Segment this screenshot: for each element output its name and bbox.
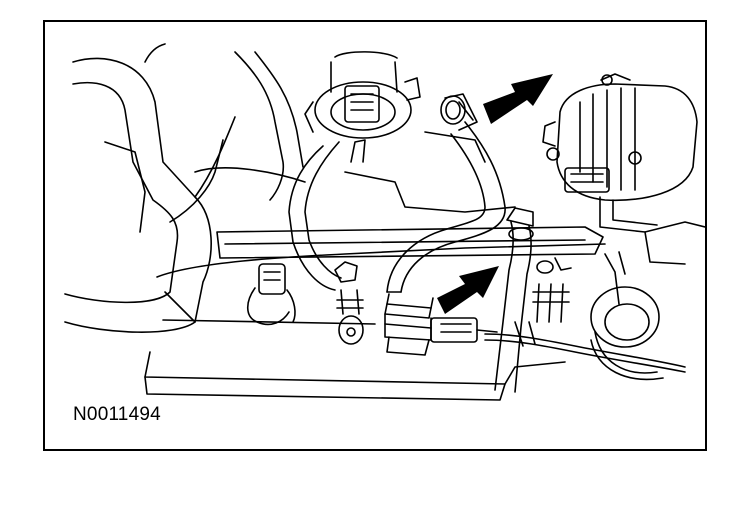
- upper-left-hose: [144, 43, 304, 201]
- wire-harness-right: [484, 321, 686, 373]
- left-large-hose: [64, 57, 236, 333]
- hose-fitting-upper: [440, 93, 478, 131]
- callout-arrow-upper: [483, 74, 553, 124]
- callout-arrow-lower: [437, 266, 499, 314]
- oil-filler-cap: [590, 286, 664, 381]
- harness-tube: [288, 139, 366, 291]
- connector-right-middle: [532, 257, 572, 323]
- throttle-body: [304, 51, 421, 139]
- alternator: [542, 73, 698, 202]
- fuel-supply-hose: [386, 121, 506, 293]
- sensor-connector-left: [246, 263, 296, 326]
- diagram-frame: N0011494: [43, 20, 707, 451]
- quick-connect-coupling: [384, 293, 498, 356]
- mounting-stud: [334, 261, 364, 345]
- alternator-bracket: [599, 196, 705, 305]
- figure-id-label: N0011494: [73, 404, 161, 425]
- right-vertical-hose: [494, 207, 534, 393]
- engine-block: [104, 131, 606, 401]
- fuel-rail: [216, 226, 604, 259]
- engine-illustration: [64, 43, 705, 401]
